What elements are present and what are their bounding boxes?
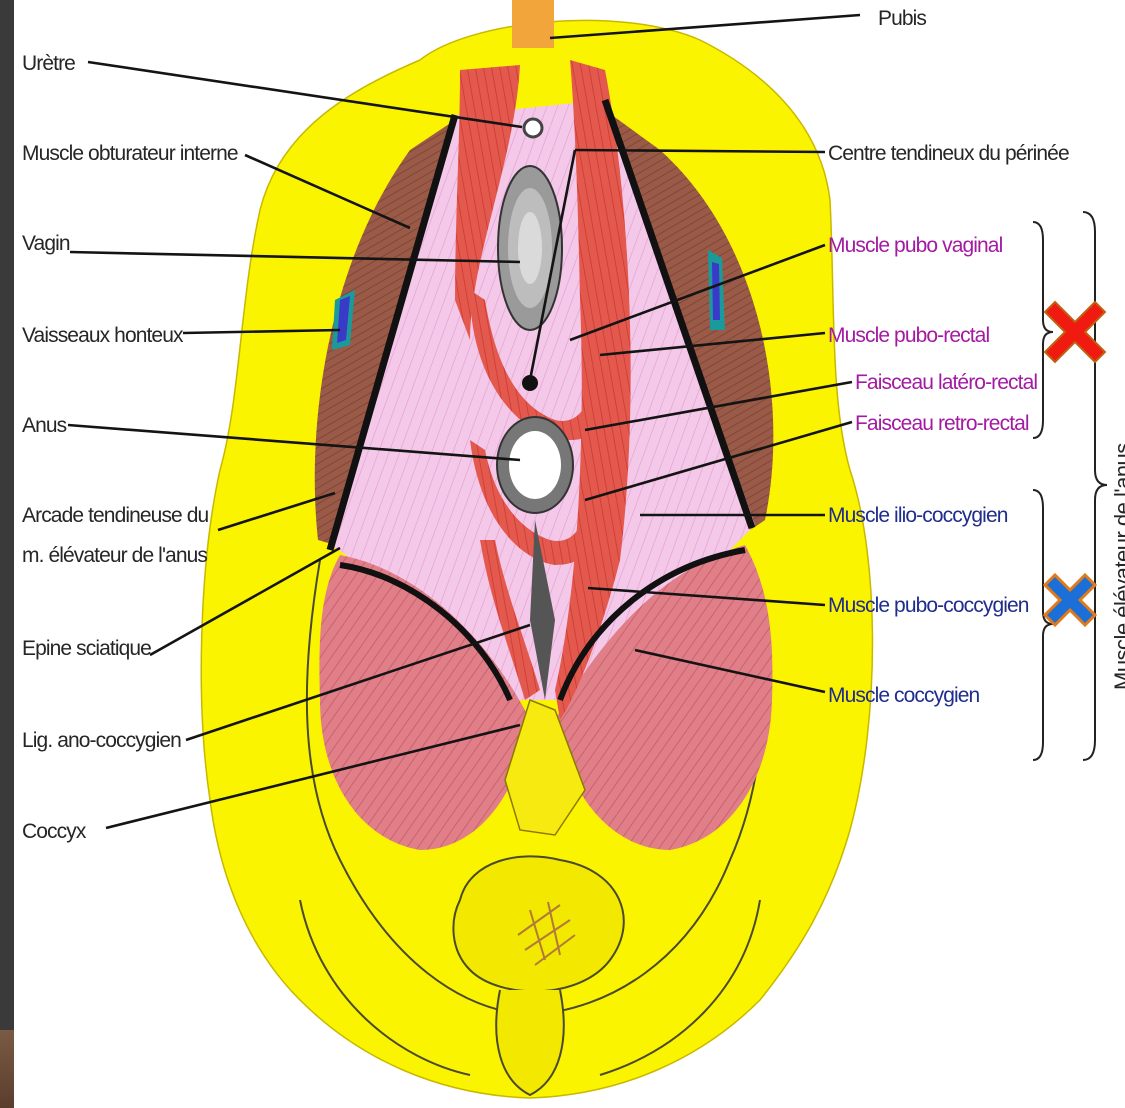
- anatomy-figure: Urètre Muscle obturateur interne Vagin V…: [14, 0, 1125, 1108]
- brace-lower: [1033, 490, 1053, 760]
- label-pubo-vaginal: Muscle pubo vaginal: [828, 234, 1003, 257]
- label-pubis: Pubis: [878, 7, 926, 30]
- label-arcade-line2: m. élévateur de l'anus: [22, 544, 207, 567]
- label-epine: Epine sciatique: [22, 637, 151, 660]
- label-pubo-rectal: Muscle pubo-rectal: [828, 324, 989, 347]
- blue-cross-marker: [1045, 575, 1095, 625]
- anus: [497, 417, 573, 513]
- label-arcade-line1: Arcade tendineuse du: [22, 504, 209, 527]
- levator-ani-group-title: Muscle élévateur de l'anus: [1110, 443, 1125, 690]
- label-coccygien: Muscle coccygien: [828, 684, 980, 707]
- label-coccyx: Coccyx: [22, 820, 87, 843]
- label-anus: Anus: [22, 414, 67, 437]
- label-latero-rectal: Faisceau latéro-rectal: [855, 371, 1037, 394]
- label-obturateur: Muscle obturateur interne: [22, 142, 238, 165]
- label-ilio-coccygien: Muscle ilio-coccygien: [828, 504, 1008, 527]
- brace-group: [1083, 212, 1107, 760]
- label-pubo-coccygien: Muscle pubo-coccygien: [828, 594, 1029, 617]
- brace-upper: [1033, 222, 1053, 438]
- label-lig: Lig. ano-coccygien: [22, 729, 181, 752]
- slide: Urètre Muscle obturateur interne Vagin V…: [14, 0, 1125, 1108]
- background-strip: [0, 1030, 14, 1108]
- pubis-bone: [512, 0, 554, 48]
- label-centre: Centre tendineux du périnée: [828, 142, 1069, 165]
- label-uretre: Urètre: [22, 52, 75, 75]
- urethra: [524, 119, 542, 137]
- label-vaisseaux: Vaisseaux honteux: [22, 324, 184, 347]
- vagina: [498, 166, 562, 330]
- label-retro-rectal: Faisceau retro-rectal: [855, 412, 1029, 435]
- label-vagin: Vagin: [22, 232, 70, 255]
